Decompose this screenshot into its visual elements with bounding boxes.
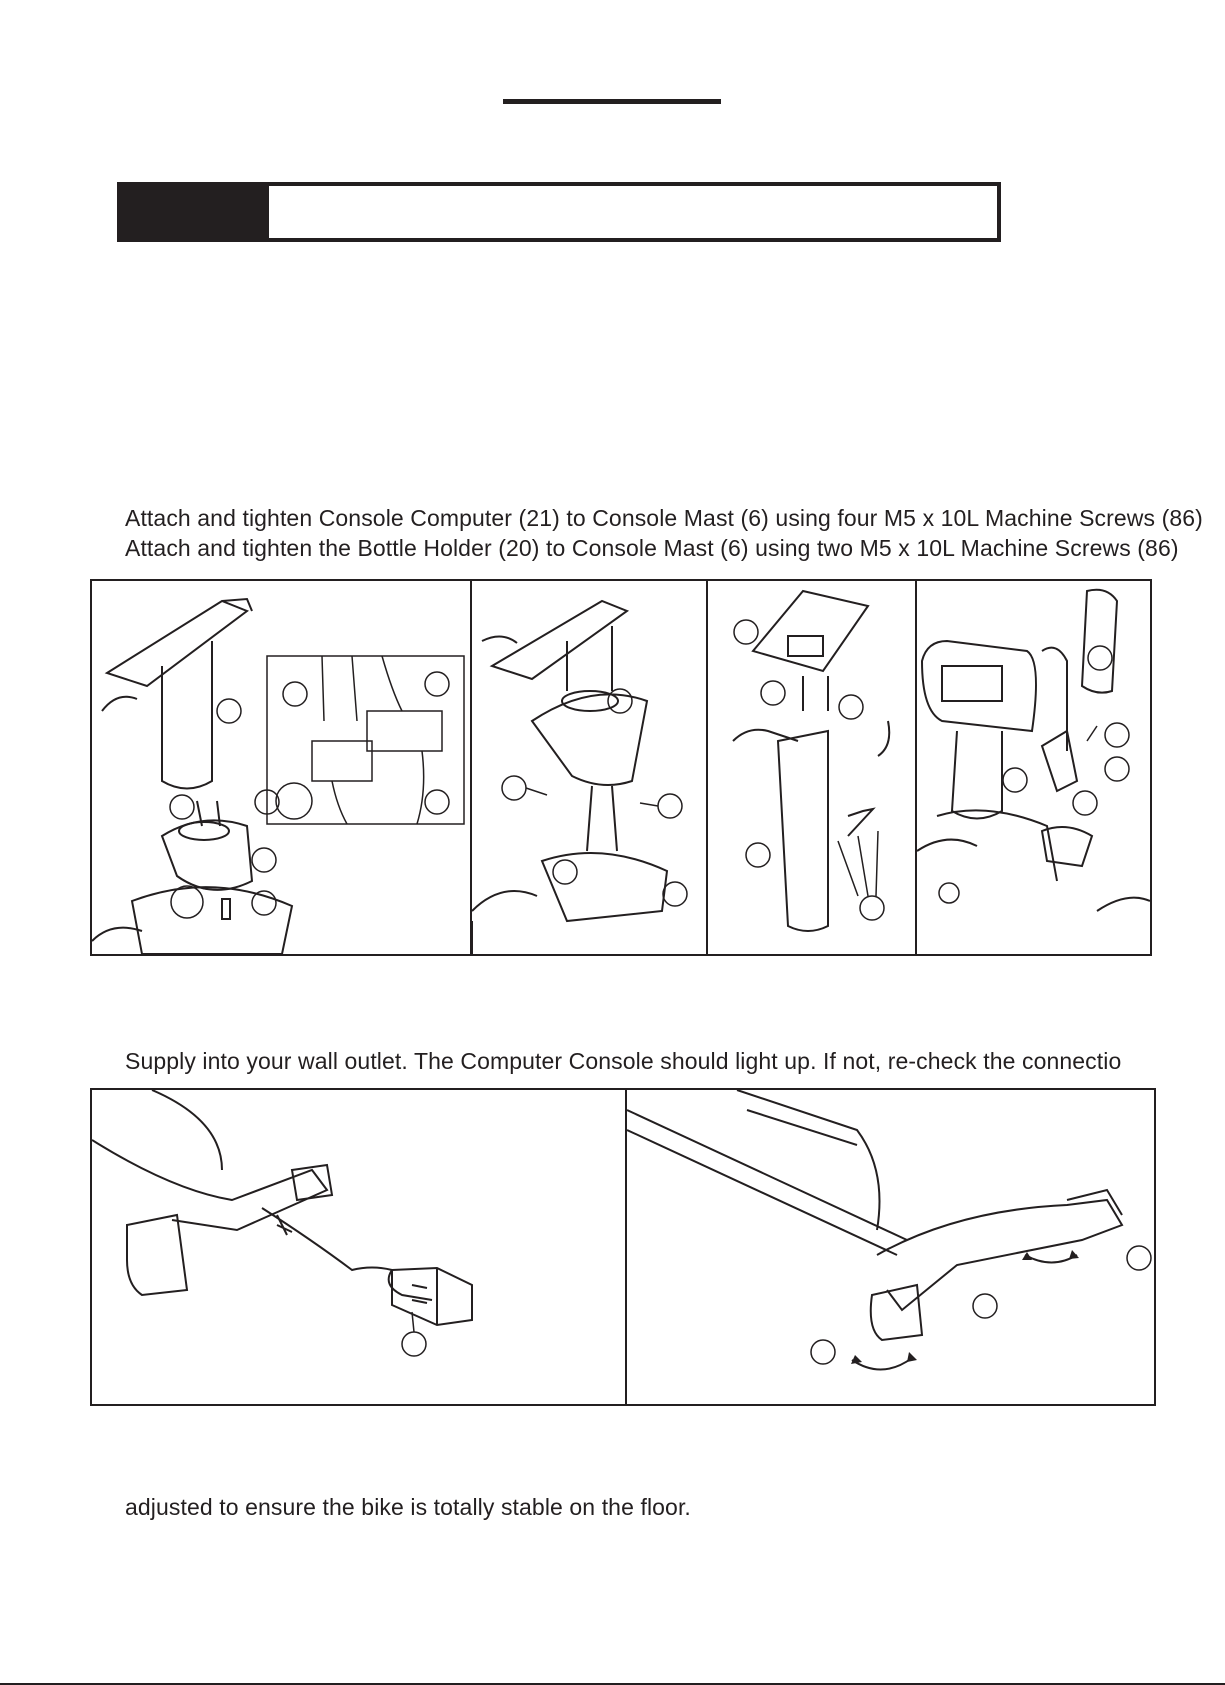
figure-console-mast-cover bbox=[470, 581, 706, 954]
instruction-line-1: Attach and tighten Console Computer (21)… bbox=[125, 505, 1203, 531]
page-bottom-rule bbox=[0, 1683, 1225, 1685]
figure-console-mast-wiring bbox=[92, 581, 470, 954]
title-underline bbox=[503, 99, 721, 104]
figure-power-adapter-connection bbox=[92, 1090, 625, 1404]
figure-bottle-holder-mounting bbox=[915, 581, 1150, 954]
step-header-bar bbox=[117, 182, 1001, 242]
instruction-line-3: Supply into your wall outlet. The Comput… bbox=[125, 1048, 1122, 1074]
instruction-line-2: Attach and tighten the Bottle Holder (20… bbox=[125, 535, 1179, 561]
leveler-adjustment-illustration bbox=[627, 1090, 1152, 1371]
power-adapter-illustration bbox=[92, 1090, 473, 1357]
figure-row-2 bbox=[90, 1088, 1156, 1406]
figure-leveler-adjustment bbox=[625, 1090, 1154, 1404]
instruction-line-4: adjusted to ensure the bike is totally s… bbox=[125, 1494, 691, 1520]
figure-row-1 bbox=[90, 579, 1152, 956]
console-computer-mounting-illustration bbox=[732, 589, 891, 932]
console-mast-wiring-illustration bbox=[92, 597, 465, 954]
figure-console-computer-mounting bbox=[706, 581, 915, 954]
step-number-cell bbox=[121, 186, 269, 238]
console-mast-cover-illustration bbox=[472, 599, 688, 954]
bottle-holder-mounting-illustration bbox=[917, 588, 1150, 912]
